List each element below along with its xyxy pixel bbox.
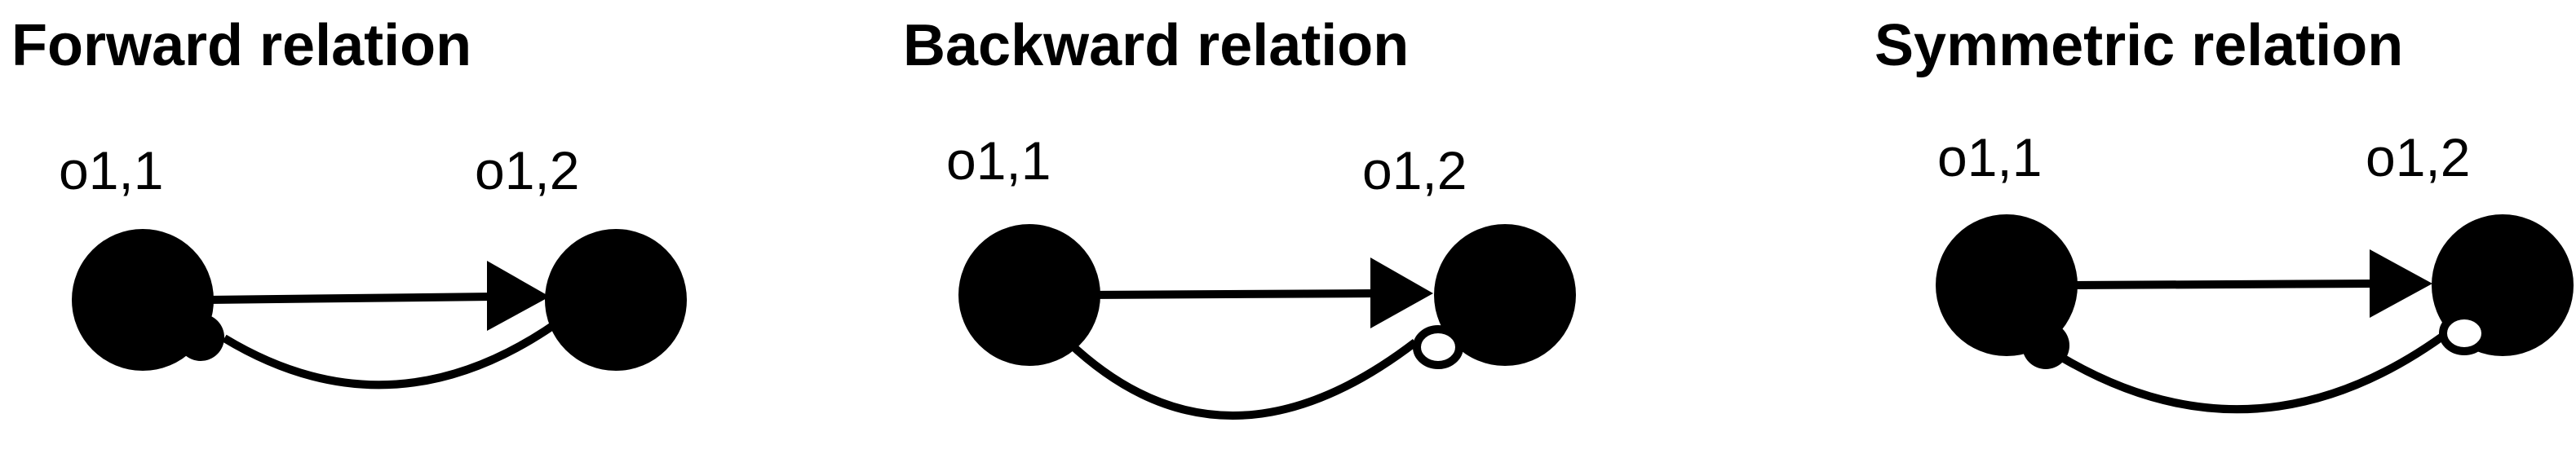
target-node-label: o1,2 [2366, 127, 2470, 187]
target-node-label: o1,2 [475, 140, 579, 200]
filled-circle-end-icon [177, 314, 224, 361]
return-curve-edge [2061, 326, 2454, 414]
panel-title: Backward relation [903, 13, 1409, 78]
forward-arrow-edge [1084, 289, 1378, 299]
open-circle-end-icon [2439, 311, 2490, 355]
arrowhead-icon [2370, 249, 2432, 318]
target-node [545, 229, 687, 371]
source-node-label: o1,1 [59, 140, 163, 200]
arrowhead-icon [1370, 258, 1433, 328]
panel-title: Symmetric relation [1874, 13, 2403, 78]
panel-title: Forward relation [11, 13, 471, 78]
source-node-label: o1,1 [1937, 127, 2042, 187]
panel-forward-relation: Forward relation o1,1 o1,2 [11, 13, 687, 390]
panel-backward-relation: Backward relation o1,1 o1,2 [903, 13, 1576, 420]
filled-circle-end-icon [2022, 322, 2069, 369]
target-node-label: o1,2 [1362, 140, 1467, 200]
return-curve-edge [1065, 339, 1419, 420]
source-node-label: o1,1 [946, 130, 1051, 191]
return-curve-edge [222, 306, 578, 390]
forward-arrow-edge [203, 293, 494, 304]
panel-symmetric-relation: Symmetric relation o1,1 o1,2 [1874, 13, 2574, 414]
target-node [1434, 224, 1576, 366]
forward-arrow-edge [2071, 280, 2376, 289]
source-node [958, 224, 1100, 366]
source-node [1936, 214, 2078, 356]
arrowhead-icon [487, 261, 550, 331]
open-circle-end-icon [1413, 325, 1463, 369]
